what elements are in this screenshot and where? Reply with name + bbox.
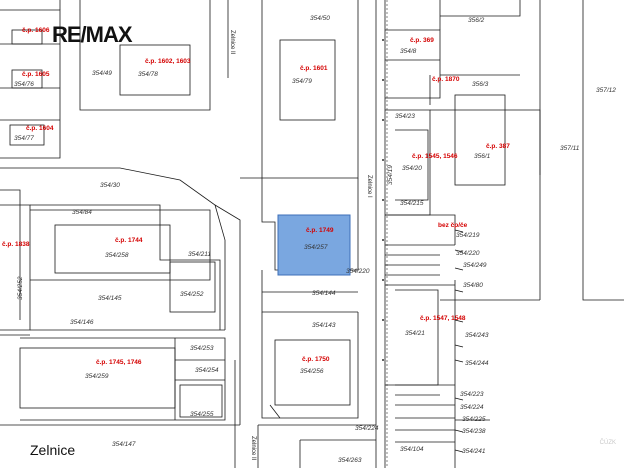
parcel-label: 354/30 bbox=[100, 182, 120, 189]
parcel-label: 354/104 bbox=[400, 446, 424, 453]
cp-label: č.p. 1545, 1546 bbox=[412, 153, 458, 160]
street-label: Zelnice II bbox=[250, 436, 256, 461]
highlighted-parcel[interactable] bbox=[277, 214, 351, 276]
parcel-label: 354/77 bbox=[14, 135, 34, 142]
parcel-label: 354/258 bbox=[105, 252, 129, 259]
parcel-label: 354/19 bbox=[387, 165, 394, 185]
parcel-label: 356/3 bbox=[472, 81, 489, 88]
parcel-label: 354/143 bbox=[312, 322, 336, 329]
street-label: Zelnice II bbox=[229, 30, 235, 55]
parcel-label: 354/147 bbox=[112, 441, 136, 448]
parcel-label: 354/220 bbox=[346, 268, 370, 275]
parcel-label: 354/20 bbox=[402, 165, 422, 172]
parcel-label: 354/224 bbox=[460, 404, 484, 411]
parcel-label: 354/50 bbox=[310, 15, 330, 22]
parcel-label: 354/211 bbox=[188, 251, 211, 258]
parcel-label: 357/11 bbox=[560, 145, 580, 152]
parcel-label: 354/225 bbox=[462, 416, 486, 423]
parcel-label: 356/2 bbox=[468, 17, 485, 24]
cp-label: č.p. 1745, 1746 bbox=[96, 359, 142, 366]
parcel-label: 354/215 bbox=[400, 200, 424, 207]
parcel-label: 354/76 bbox=[14, 81, 34, 88]
parcel-label: 354/255 bbox=[190, 411, 214, 418]
parcel-label: 354/253 bbox=[190, 345, 214, 352]
parcel-label: 354/220 bbox=[456, 250, 480, 257]
parcel-label: 354/80 bbox=[463, 282, 483, 289]
street-label: Zelnice I bbox=[366, 175, 372, 198]
parcel-label: 354/144 bbox=[312, 290, 336, 297]
parcel-label: 356/1 bbox=[474, 153, 491, 160]
parcel-label: 354/263 bbox=[338, 457, 362, 464]
cp-label: č.p. 1604 bbox=[26, 125, 54, 132]
parcel-label: 354/223 bbox=[460, 391, 484, 398]
remax-logo: RE/MAX bbox=[52, 22, 133, 47]
parcel-label: 354/146 bbox=[70, 319, 94, 326]
parcel-label: 354/224 bbox=[355, 425, 379, 432]
parcel-label: 354/219 bbox=[456, 232, 480, 239]
parcel-label: 354/257 bbox=[304, 244, 328, 251]
parcel-label: 354/243 bbox=[465, 332, 489, 339]
parcel-label: 354/249 bbox=[463, 262, 487, 269]
cp-label: č.p. 1870 bbox=[432, 76, 460, 83]
parcel-label: 354/256 bbox=[300, 368, 324, 375]
cp-label: č.p. 387 bbox=[486, 143, 510, 150]
parcel-label: 354/79 bbox=[292, 78, 312, 85]
parcel-label: 354/238 bbox=[462, 428, 486, 435]
cp-label: č.p. 1601 bbox=[300, 65, 328, 72]
cp-label: č.p. 1602, 1603 bbox=[145, 58, 191, 65]
parcel-label: 354/252 bbox=[180, 291, 204, 298]
cp-label: bez čp/če bbox=[438, 222, 468, 229]
cp-label: č.p. 369 bbox=[410, 37, 434, 44]
parcel-label: 354/259 bbox=[85, 373, 109, 380]
parcel-label: 354/145 bbox=[98, 295, 122, 302]
parcel-label: 354/84 bbox=[72, 209, 92, 216]
parcel-label: 354/244 bbox=[465, 360, 489, 367]
cp-label: č.p. 1606 bbox=[22, 27, 50, 34]
cp-label: č.p. 1605 bbox=[22, 71, 50, 78]
cp-label: č.p. 1744 bbox=[115, 237, 143, 244]
parcel-label: 354/8 bbox=[400, 48, 417, 55]
parcel-label: 357/12 bbox=[596, 87, 616, 94]
parcel-label: 354/78 bbox=[138, 71, 158, 78]
cp-label: č.p. 1749 bbox=[306, 227, 334, 234]
watermark: ČÚZK bbox=[599, 440, 616, 446]
parcel-label: 354/241 bbox=[462, 448, 486, 455]
parcel-label: 354/252 bbox=[17, 276, 24, 300]
parcel-label: 354/254 bbox=[195, 367, 219, 374]
cp-label: č.p. 1838 bbox=[2, 241, 30, 248]
cp-label: č.p. 1750 bbox=[302, 356, 330, 363]
parcel-label: 354/21 bbox=[405, 330, 425, 337]
cp-label: č.p. 1547, 1548 bbox=[420, 315, 466, 322]
parcel-label: 354/23 bbox=[395, 113, 415, 120]
parcel-label: 354/49 bbox=[92, 70, 112, 77]
street-name-zelnice: Zelnice bbox=[30, 442, 75, 458]
